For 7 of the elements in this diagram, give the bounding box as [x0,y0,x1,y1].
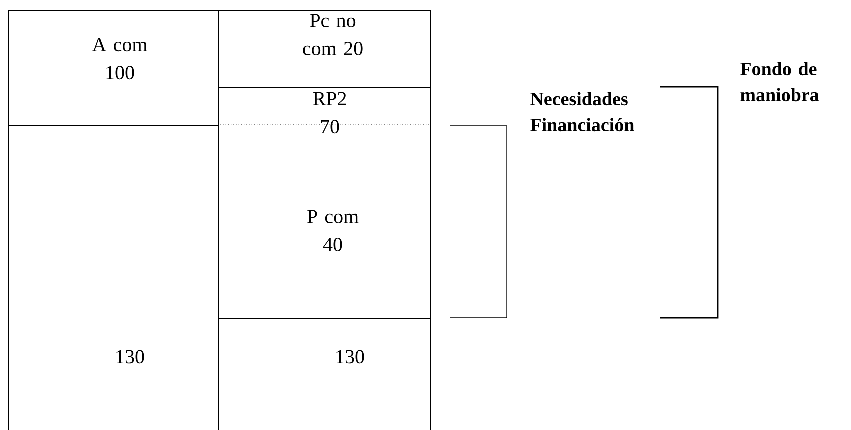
table-cell: 130 [218,318,432,430]
table-cell: RP2 70 P com 40 [218,87,432,320]
label: Fondo de maniobra [740,62,820,102]
label: Necesidades Financiación [530,92,634,132]
table-cell: 130 [8,125,220,430]
table-cell: A com 100 [8,10,220,126]
table-cell: Pc no com 20 [218,10,432,88]
